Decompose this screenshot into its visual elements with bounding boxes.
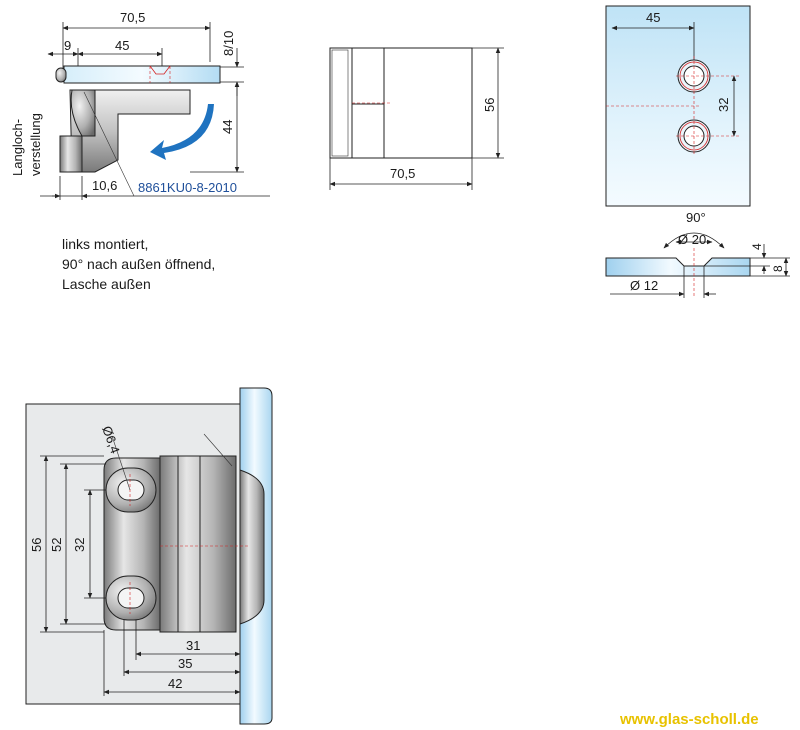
mounting-note: links montiert, 90° nach außen öffnend, … — [62, 234, 292, 294]
rotation-arrow-icon — [150, 104, 214, 160]
glass-dim-countersink-angle: 90° — [686, 210, 706, 225]
hinge-knuckle-detail — [159, 455, 237, 633]
detail-view: Ø6,4 56 52 32 31 35 42 — [25, 387, 273, 725]
glass-dim-countersink-depth: 4 — [750, 243, 764, 250]
front-view: 56 70,5 — [329, 47, 504, 190]
detail-dim-outer-slot-span: 52 — [49, 538, 64, 552]
detail-dim-total-height: 56 — [29, 538, 44, 552]
mounting-note-line2: 90° nach außen öffnend, — [62, 256, 216, 272]
detail-dim-hole-spacing: 32 — [72, 538, 87, 552]
glass-panel-side — [63, 65, 221, 84]
glass-dim-hole-diameter: Ø 12 — [630, 278, 658, 293]
dim-height: 44 — [220, 120, 235, 134]
glass-dim-hole-spacing: 32 — [716, 98, 731, 112]
side-view: 70,5 9 45 8/10 44 10,6 — [10, 10, 270, 200]
mounting-note-line3: Lasche außen — [62, 276, 151, 292]
glass-view: 45 32 90° Ø 20 Ø 12 4 8 — [605, 5, 790, 298]
glass-dim-countersink-diameter: Ø 20 — [678, 232, 706, 247]
slot-adjustment-label-line1: Langloch- — [10, 119, 25, 176]
glass-dim-thickness: 8 — [771, 265, 785, 272]
detail-dim-42: 42 — [168, 676, 182, 691]
front-dim-width: 70,5 — [390, 166, 415, 181]
dim-top-width: 70,5 — [120, 10, 145, 25]
slot-adjustment-label-line2: verstellung — [28, 113, 43, 176]
glass-dim-edge-to-holes: 45 — [646, 10, 660, 25]
detail-dim-35: 35 — [178, 656, 192, 671]
hinge-front-outline — [329, 47, 473, 159]
watermark: www.glas-scholl.de — [619, 711, 759, 728]
front-dim-height: 56 — [482, 98, 497, 112]
part-number-label: 8861KU0-8-2010 — [138, 180, 237, 195]
dim-bottom: 10,6 — [92, 178, 117, 193]
dim-glass-thickness: 8/10 — [221, 31, 236, 56]
glass-section — [605, 257, 751, 277]
dim-hole-distance: 45 — [115, 38, 129, 53]
mounting-note-line1: links montiert, — [62, 236, 149, 252]
dim-offset: 9 — [64, 38, 71, 53]
detail-dim-31: 31 — [186, 638, 200, 653]
